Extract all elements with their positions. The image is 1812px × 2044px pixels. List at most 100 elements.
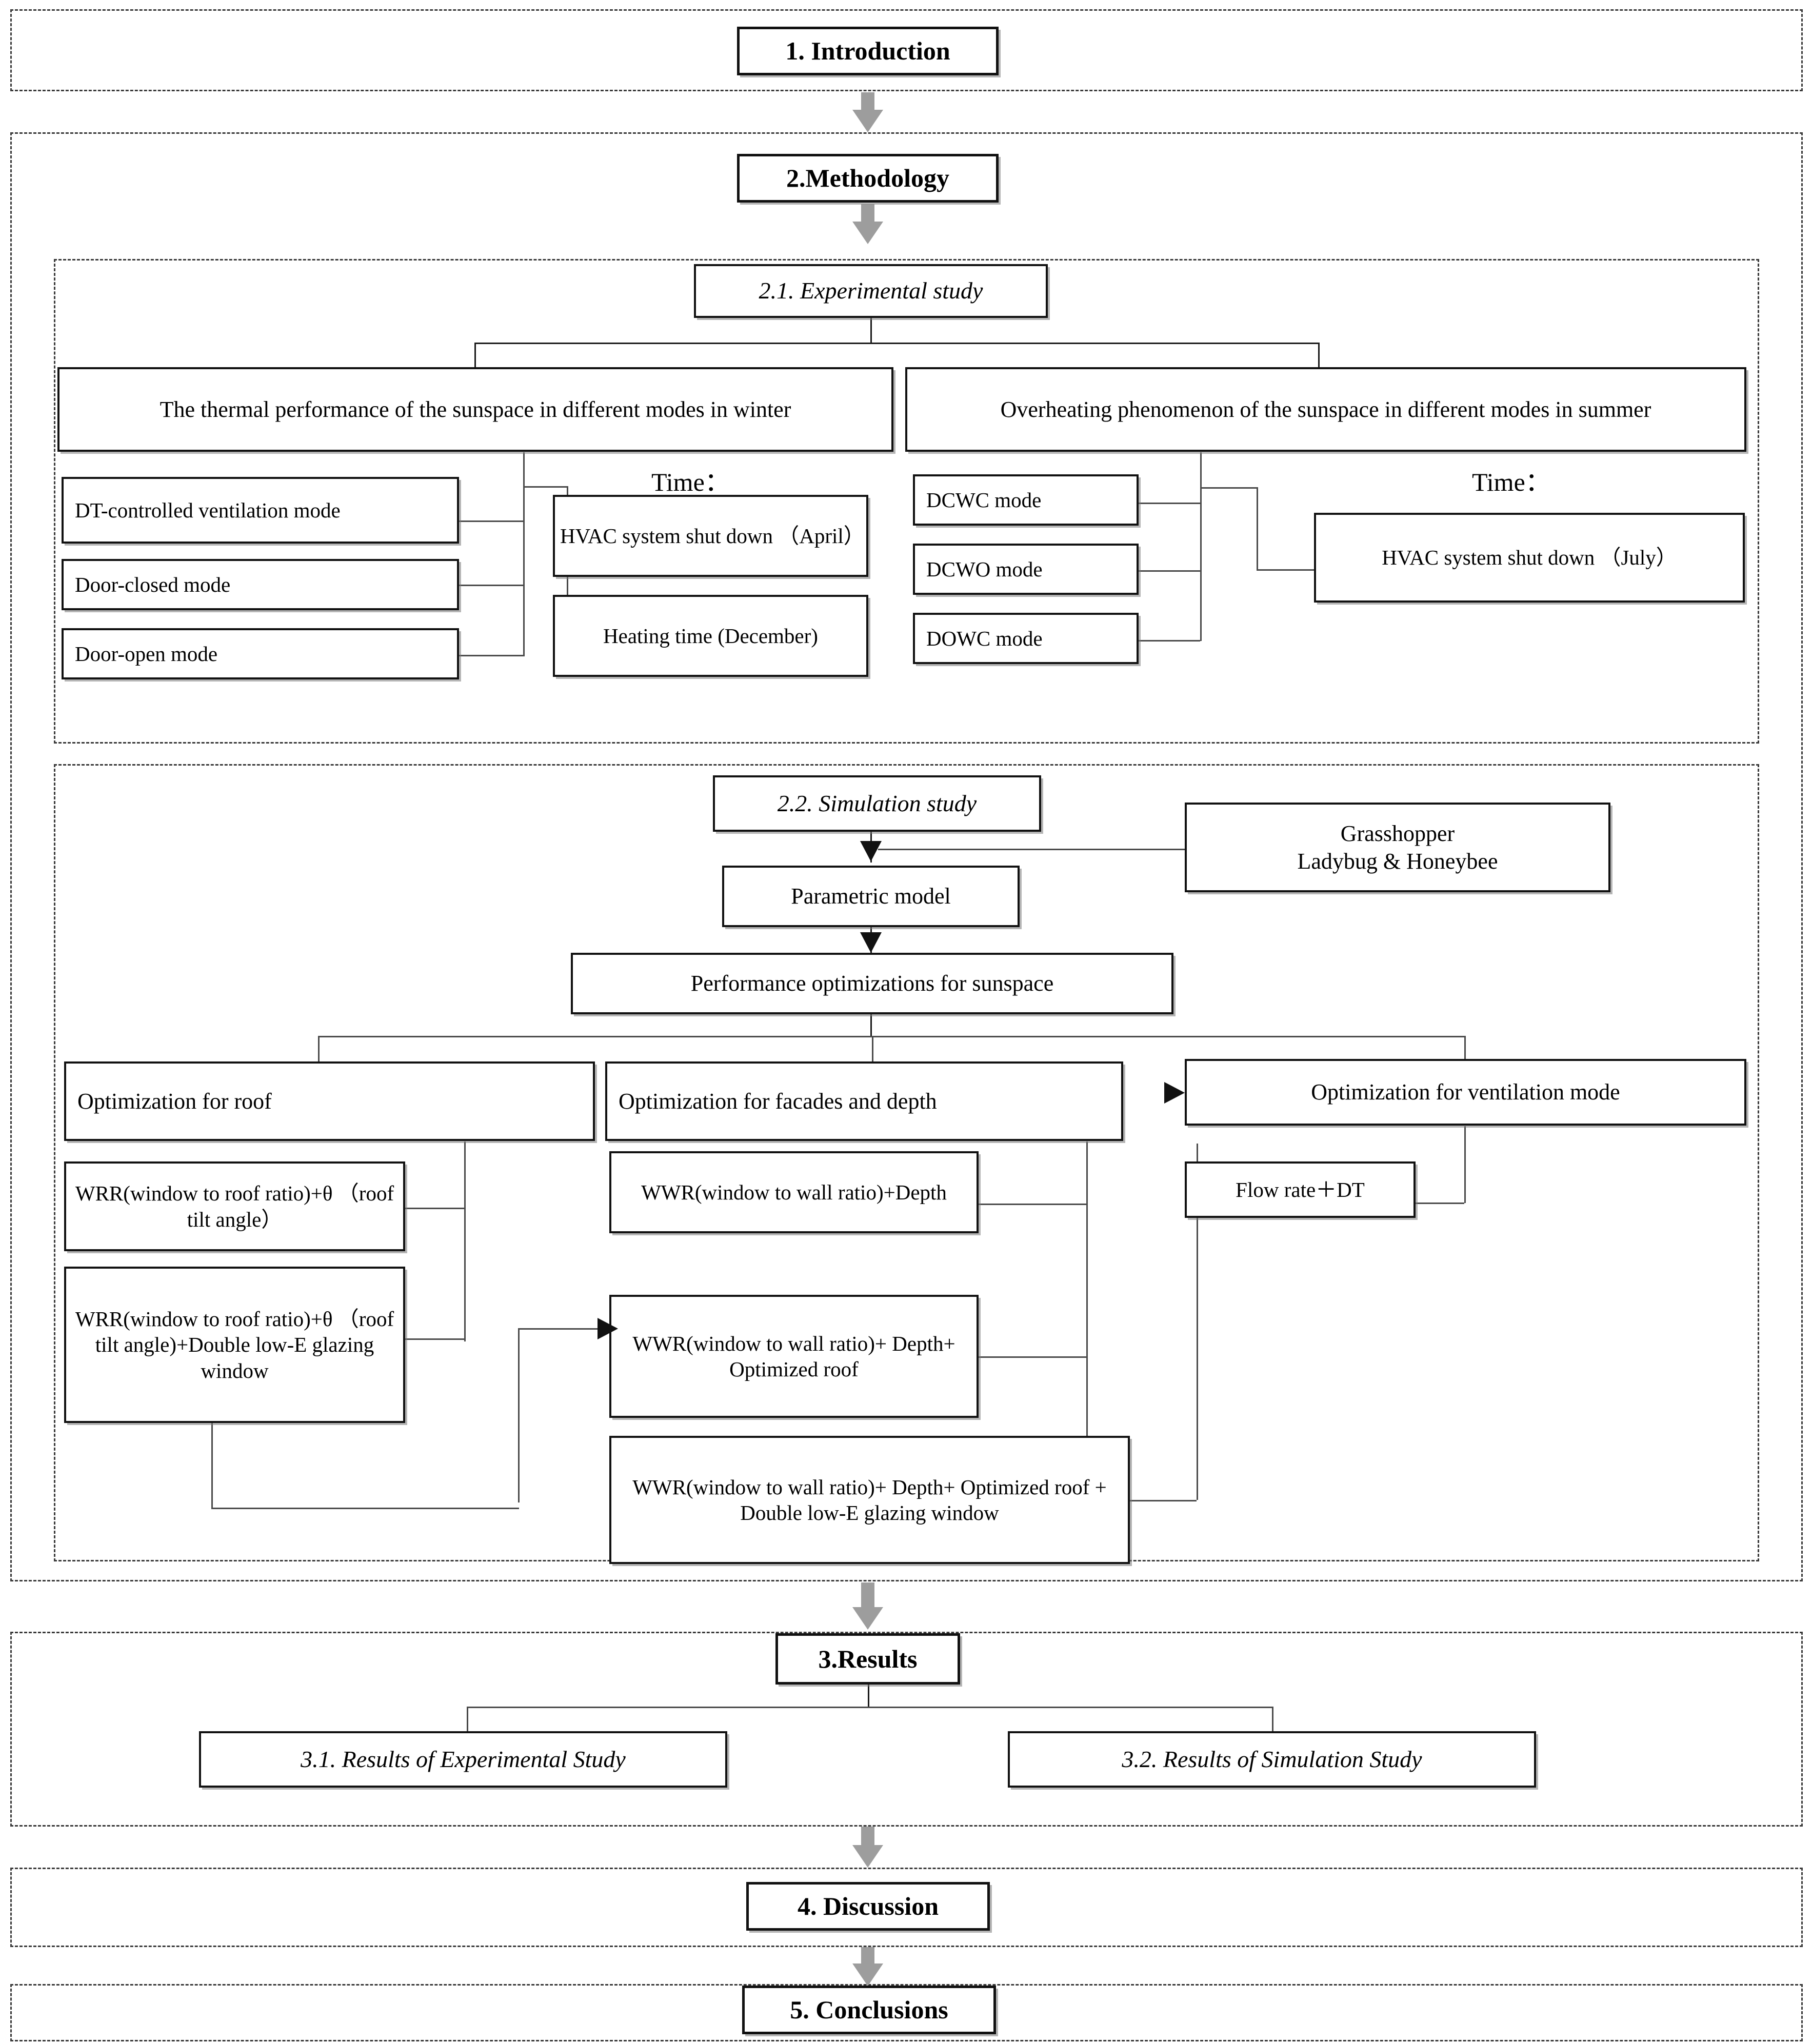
parametric-model[interactable]: Parametric model xyxy=(722,866,1020,927)
section-conclusions-container xyxy=(10,1984,1803,2041)
facades-item-1[interactable]: WWR(window to wall ratio)+Depth xyxy=(609,1151,979,1233)
stage-introduction-label: 1. Introduction xyxy=(785,36,950,65)
connector-perf-to-roof xyxy=(318,1036,320,1061)
winter-mode-3[interactable]: Door-open mode xyxy=(62,628,459,679)
winter-time-1[interactable]: HVAC system shut down （April） xyxy=(553,495,868,577)
summer-mode-2-label: DCWO mode xyxy=(926,557,1043,581)
results-simulation[interactable]: 3.2. Results of Simulation Study xyxy=(1008,1731,1536,1788)
roof-item-1[interactable]: WRR(window to roof ratio)+θ （roof tilt a… xyxy=(64,1161,405,1251)
connector-facades-item3 xyxy=(1130,1500,1197,1501)
performance-optimizations[interactable]: Performance optimizations for sunspace xyxy=(571,953,1173,1014)
summer-mode-1-label: DCWC mode xyxy=(926,488,1042,512)
performance-optimizations-label: Performance optimizations for sunspace xyxy=(690,971,1054,996)
section-methodology-container xyxy=(10,132,1803,1581)
optimization-roof-title[interactable]: Optimization for roof xyxy=(64,1061,595,1141)
connector-ventilation-item1 xyxy=(1416,1203,1464,1204)
section-introduction-container xyxy=(10,9,1803,91)
connector-summer-time-riser xyxy=(1257,487,1258,569)
winter-mode-2-label: Door-closed mode xyxy=(75,572,231,596)
connector-roof-to-facades xyxy=(518,1328,605,1330)
connector-roof-item2 xyxy=(405,1338,464,1340)
stage-conclusions-label: 5. Conclusions xyxy=(790,1995,948,2024)
winter-mode-2[interactable]: Door-closed mode xyxy=(62,559,459,610)
connector-summer-mode1 xyxy=(1139,503,1200,504)
winter-mode-1-label: DT-controlled ventilation mode xyxy=(75,498,341,522)
connector-facades-item2 xyxy=(979,1356,1086,1358)
connector-facades-riser xyxy=(1086,1141,1088,1500)
roof-item-2-label: WRR(window to roof ratio)+θ （roof tilt a… xyxy=(75,1307,394,1382)
summer-time-label: Time： xyxy=(1472,468,1551,496)
stage-methodology-label: 2.Methodology xyxy=(786,164,950,192)
arrow-intro-to-methodology xyxy=(852,92,883,132)
simulation-tools[interactable]: Grasshopper Ladybug & Honeybee xyxy=(1185,803,1610,892)
heading-experimental-study[interactable]: 2.1. Experimental study xyxy=(694,264,1048,318)
stage-introduction[interactable]: 1. Introduction xyxy=(737,27,999,75)
branch-winter-title[interactable]: The thermal performance of the sunspace … xyxy=(57,367,893,452)
section-experimental-study-container xyxy=(54,259,1759,744)
winter-time-2[interactable]: Heating time (December) xyxy=(553,595,868,677)
arrow-methodology-to-results xyxy=(852,1582,883,1632)
ventilation-item-1-label: Flow rate＋DT xyxy=(1236,1177,1365,1201)
results-simulation-label: 3.2. Results of Simulation Study xyxy=(1122,1746,1422,1772)
heading-simulation-study[interactable]: 2.2. Simulation study xyxy=(713,775,1041,832)
stage-conclusions[interactable]: 5. Conclusions xyxy=(742,1986,996,2034)
connector-winter-mode3 xyxy=(459,655,523,656)
connector-roof-item2-bottom xyxy=(211,1508,519,1509)
facades-item-3-label: WWR(window to wall ratio)+ Depth+ Optimi… xyxy=(632,1475,1107,1525)
connector-perf-to-facades xyxy=(872,1036,873,1061)
stage-results-label: 3.Results xyxy=(818,1644,918,1673)
connector-summer-trunk xyxy=(1200,452,1202,641)
facades-item-2[interactable]: WWR(window to wall ratio)+ Depth+ Optimi… xyxy=(609,1295,979,1418)
facades-item-3[interactable]: WWR(window to wall ratio)+ Depth+ Optimi… xyxy=(609,1436,1130,1564)
summer-mode-1[interactable]: DCWC mode xyxy=(913,474,1139,526)
heading-simulation-study-label: 2.2. Simulation study xyxy=(777,790,977,816)
results-experimental-label: 3.1. Results of Experimental Study xyxy=(301,1746,626,1772)
arrow-discussion-to-conclusions xyxy=(852,1947,883,1986)
connector-results-right xyxy=(1272,1707,1273,1731)
summer-time-1[interactable]: HVAC system shut down （July） xyxy=(1314,513,1745,603)
optimization-roof-title-label: Optimization for roof xyxy=(77,1088,272,1114)
connector-roof-riser xyxy=(464,1141,466,1341)
roof-item-2[interactable]: WRR(window to roof ratio)+θ （roof tilt a… xyxy=(64,1267,405,1423)
branch-summer-title[interactable]: Overheating phenomenon of the sunspace i… xyxy=(905,367,1746,452)
connector-tools-to-parametric xyxy=(878,849,1186,850)
optimization-ventilation-title[interactable]: Optimization for ventilation mode xyxy=(1185,1059,1746,1126)
optimization-facades-title-label: Optimization for facades and depth xyxy=(619,1088,937,1114)
stage-methodology[interactable]: 2.Methodology xyxy=(737,154,999,203)
connector-facades-riser-lower xyxy=(1197,1144,1198,1500)
connector-exp-to-summer xyxy=(1318,343,1320,367)
winter-mode-1[interactable]: DT-controlled ventilation mode xyxy=(62,477,459,544)
connector-roof-item1 xyxy=(405,1208,464,1209)
connector-perf-to-ventilation xyxy=(1464,1036,1466,1061)
optimization-ventilation-title-label: Optimization for ventilation mode xyxy=(1311,1079,1620,1105)
simulation-tools-line1: Grasshopper xyxy=(1340,820,1455,846)
optimization-facades-title[interactable]: Optimization for facades and depth xyxy=(605,1061,1123,1141)
connector-summer-to-time1 xyxy=(1257,569,1316,571)
connector-summer-mode2 xyxy=(1139,570,1200,572)
connector-summer-trunk-top xyxy=(1200,487,1257,489)
connector-exp-stem xyxy=(870,318,872,343)
connector-winter-trunk xyxy=(523,452,525,656)
connector-winter-trunk-top xyxy=(523,486,567,488)
arrow-methodology-to-experimental xyxy=(852,204,883,244)
winter-time-1-label: HVAC system shut down （April） xyxy=(560,524,865,548)
ventilation-item-1[interactable]: Flow rate＋DT xyxy=(1185,1161,1416,1218)
section-results-container xyxy=(10,1632,1803,1827)
summer-time-1-label: HVAC system shut down （July） xyxy=(1382,546,1677,570)
summer-mode-3[interactable]: DOWC mode xyxy=(913,613,1139,664)
stage-results[interactable]: 3.Results xyxy=(775,1633,960,1685)
results-experimental[interactable]: 3.1. Results of Experimental Study xyxy=(199,1731,727,1788)
branch-winter-title-label: The thermal performance of the sunspace … xyxy=(160,396,791,422)
connector-exp-bus xyxy=(474,343,1318,344)
connector-winter-mode2 xyxy=(459,585,523,586)
stage-discussion[interactable]: 4. Discussion xyxy=(746,1882,990,1931)
roof-item-1-label: WRR(window to roof ratio)+θ （roof tilt a… xyxy=(75,1181,394,1231)
connector-exp-to-winter xyxy=(474,343,476,367)
parametric-model-label: Parametric model xyxy=(791,884,951,909)
connector-perf-bus xyxy=(318,1036,1464,1037)
summer-mode-2[interactable]: DCWO mode xyxy=(913,544,1139,595)
arrowhead-into-ventilation xyxy=(1164,1082,1185,1104)
connector-results-left xyxy=(467,1707,468,1731)
winter-time-2-label: Heating time (December) xyxy=(603,624,818,648)
connector-summer-mode3 xyxy=(1139,640,1200,642)
